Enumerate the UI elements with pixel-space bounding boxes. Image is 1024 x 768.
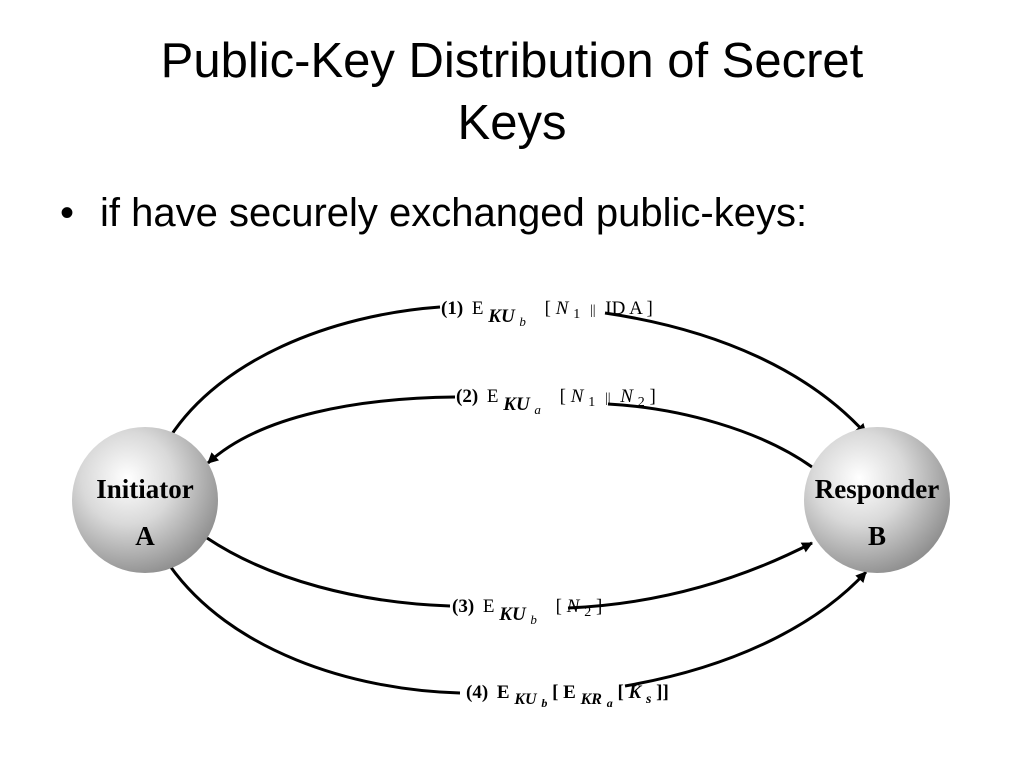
message-4-inner-key: KR <box>580 691 603 708</box>
bullet-item: • if have securely exchanged public-keys… <box>60 188 807 238</box>
message-1-enc: E <box>472 298 484 319</box>
message-2-enc: E <box>487 386 499 407</box>
slide-title: Public-Key Distribution of Secret Keys <box>60 30 964 154</box>
message-3-key-sub: b <box>530 612 537 627</box>
bullet-dot-icon: • <box>60 191 75 235</box>
message-2-label: (2) E KU a [ N 1 || N 2 ] <box>456 386 656 419</box>
message-2-arrow <box>208 395 813 467</box>
slide-title-line-2: Keys <box>457 96 567 150</box>
message-1-payload-b: ID <box>605 298 625 319</box>
message-4-enc: E <box>497 682 510 703</box>
message-1-arrow <box>168 305 866 437</box>
bullet-text: if have securely exchanged public-keys: <box>100 191 808 235</box>
message-2-payload-a: N <box>570 386 585 407</box>
message-1-label: (1) E KU b [ N 1 || ID A ] <box>441 298 653 331</box>
message-3-key: KU <box>498 604 527 625</box>
message-1-payload-a: N <box>555 298 570 319</box>
slide-title-line-1: Public-Key Distribution of Secret <box>160 34 864 88</box>
message-2-payload-b-sub: 2 <box>638 395 645 410</box>
initiator-id: A <box>135 521 155 551</box>
message-1-key-sub: b <box>519 314 526 329</box>
initiator-label: Initiator <box>96 474 194 504</box>
message-1-step: (1) <box>441 298 463 319</box>
message-2-key-sub: a <box>534 402 541 417</box>
responder-id: B <box>868 521 886 551</box>
message-4-label: (4) E KU b [ E KR a [ K s ]] <box>466 682 669 712</box>
message-4-key-sub: b <box>541 696 547 710</box>
message-1-payload-b-sub: A <box>629 298 643 319</box>
message-3-step: (3) <box>452 596 474 617</box>
initiator-node: Initiator A <box>72 427 218 573</box>
message-3-enc: E <box>483 596 495 617</box>
message-1-payload-a-sub: 1 <box>573 307 580 322</box>
message-3-arrow <box>206 538 812 610</box>
responder-label: Responder <box>815 474 940 504</box>
message-4-inner-enc: E <box>563 682 576 703</box>
message-2-separator: || <box>605 391 611 406</box>
message-3-label: (3) E KU b [ N 2 ] <box>452 596 602 629</box>
responder-node: Responder B <box>804 427 950 573</box>
message-2-payload-a-sub: 1 <box>588 395 595 410</box>
message-2-payload-b: N <box>619 386 634 407</box>
message-4-payload-a: K <box>628 682 643 703</box>
message-2-key: KU <box>502 394 531 415</box>
message-4-arrow <box>168 566 866 695</box>
message-3-payload-a-sub: 2 <box>584 605 591 620</box>
message-1-separator: || <box>590 303 596 318</box>
message-4-step: (4) <box>466 682 488 703</box>
message-4-payload-a-sub: s <box>645 692 652 707</box>
message-4-inner-key-sub: a <box>607 696 613 710</box>
message-1-key: KU <box>487 306 516 327</box>
message-4-key: KU <box>513 691 538 708</box>
message-2-step: (2) <box>456 386 478 407</box>
message-3-payload-a: N <box>566 596 581 617</box>
